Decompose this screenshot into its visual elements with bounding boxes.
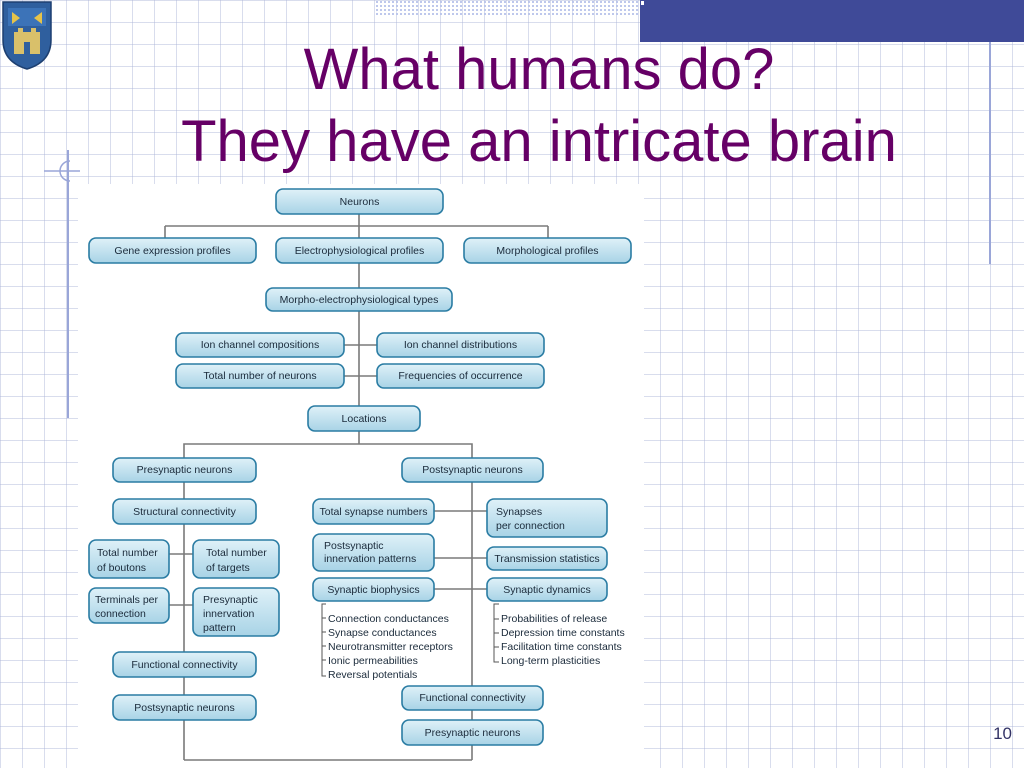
node-label: Ion channel compositions	[201, 339, 320, 351]
node-label: Electrophysiological profiles	[295, 245, 425, 257]
node-label: Postsynaptic neurons	[134, 702, 234, 714]
node-functional-connectivity-right: Functional connectivity	[401, 685, 544, 711]
list-item: Probabilities of release	[501, 613, 607, 625]
node-functional-connectivity-left: Functional connectivity	[112, 651, 257, 678]
node-morphological-profiles: Morphological profiles	[463, 237, 632, 264]
node-postsynaptic-neurons-bottom: Postsynaptic neurons	[112, 694, 257, 721]
list-item: Neurotransmitter receptors	[328, 641, 453, 653]
slide-title-line-2: They have an intricate brain	[181, 109, 897, 174]
node-label-line: of targets	[206, 562, 250, 574]
node-locations: Locations	[307, 405, 421, 432]
node-synapses-per-connection: Synapses per connection	[486, 498, 608, 538]
node-electrophysiological-profiles: Electrophysiological profiles	[275, 237, 444, 264]
node-label: Transmission statistics	[494, 553, 599, 565]
node-label-line: Postsynaptic	[324, 540, 384, 552]
node-presynaptic-innervation-pattern: Presynaptic innervation pattern	[192, 587, 280, 637]
list-item: Ionic permeabilities	[328, 655, 418, 667]
decorative-vertical-line-left	[67, 150, 69, 418]
node-label-line: per connection	[496, 520, 565, 532]
node-label: Morphological profiles	[496, 245, 598, 257]
header-accent-mark	[641, 1, 644, 5]
synaptic-dynamics-list: Probabilities of release Depression time…	[501, 613, 625, 667]
node-label: Presynaptic neurons	[137, 464, 233, 476]
node-label-line: Synapses	[496, 506, 542, 518]
node-label: Total synapse numbers	[320, 506, 428, 518]
node-label-line: of boutons	[97, 562, 146, 574]
node-label-line: innervation	[203, 608, 255, 620]
header-accent-bar	[640, 0, 1024, 42]
node-label: Frequencies of occurrence	[398, 370, 522, 382]
node-total-number-of-targets: Total number of targets	[192, 539, 280, 579]
slide-title-line-1: What humans do?	[303, 37, 775, 102]
node-label: Presynaptic neurons	[425, 727, 521, 739]
node-presynaptic-neurons-bottom: Presynaptic neurons	[401, 719, 544, 746]
decorative-vertical-line-right	[989, 42, 991, 264]
list-item: Connection conductances	[328, 613, 449, 625]
node-label: Structural connectivity	[133, 506, 236, 518]
node-terminals-per-connection: Terminals per connection	[88, 587, 170, 624]
crosshair-ornament-icon	[44, 160, 80, 182]
node-label-line: pattern	[203, 622, 236, 634]
synaptic-biophysics-list: Connection conductances Synapse conducta…	[328, 613, 453, 681]
node-synaptic-dynamics: Synaptic dynamics	[486, 577, 608, 602]
node-transmission-statistics: Transmission statistics	[486, 546, 608, 571]
node-synaptic-biophysics: Synaptic biophysics	[312, 577, 435, 602]
node-postsynaptic-innervation-patterns: Postsynaptic innervation patterns	[312, 533, 435, 572]
node-total-number-of-neurons: Total number of neurons	[175, 363, 345, 389]
node-frequencies-of-occurrence: Frequencies of occurrence	[376, 363, 545, 389]
node-label: Postsynaptic neurons	[422, 464, 522, 476]
header-pattern-strip	[375, 0, 640, 16]
node-label: Functional connectivity	[131, 659, 238, 671]
node-label: Locations	[342, 413, 387, 425]
list-item: Reversal potentials	[328, 669, 417, 681]
node-label-line: innervation patterns	[324, 553, 416, 565]
node-ion-channel-distributions: Ion channel distributions	[376, 332, 545, 358]
node-label: Gene expression profiles	[114, 245, 230, 257]
node-total-number-of-boutons: Total number of boutons	[88, 539, 170, 579]
node-presynaptic-neurons: Presynaptic neurons	[112, 457, 257, 483]
node-total-synapse-numbers: Total synapse numbers	[312, 498, 435, 525]
node-label: Ion channel distributions	[404, 339, 517, 351]
node-structural-connectivity: Structural connectivity	[112, 498, 257, 525]
node-label: Synaptic dynamics	[503, 584, 591, 596]
list-item: Facilitation time constants	[501, 641, 622, 653]
node-label: Morpho-electrophysiological types	[280, 294, 439, 306]
list-item: Long-term plasticities	[501, 655, 600, 667]
node-label-line: connection	[95, 608, 146, 620]
node-neurons: Neurons	[275, 188, 444, 215]
list-item: Synapse conductances	[328, 627, 437, 639]
node-morpho-electrophysiological-types: Morpho-electrophysiological types	[265, 287, 453, 312]
node-postsynaptic-neurons: Postsynaptic neurons	[401, 457, 544, 483]
node-gene-expression-profiles: Gene expression profiles	[88, 237, 257, 264]
university-crest-icon	[2, 1, 52, 70]
node-label-line: Total number	[206, 547, 267, 559]
node-label: Total number of neurons	[203, 370, 316, 382]
node-label-line: Total number	[97, 547, 158, 559]
node-ion-channel-compositions: Ion channel compositions	[175, 332, 345, 358]
node-label: Functional connectivity	[419, 692, 526, 704]
slide-page-number: 10	[993, 724, 1012, 743]
neuron-hierarchy-diagram: .box { fill:url(#boxGrad); stroke:#2a7ca…	[78, 184, 644, 768]
node-label-line: Terminals per	[95, 594, 159, 606]
node-label: Synaptic biophysics	[327, 584, 419, 596]
node-label-line: Presynaptic	[203, 594, 258, 606]
list-item: Depression time constants	[501, 627, 625, 639]
slide-title: What humans do? They have an intricate b…	[0, 34, 1024, 178]
node-label: Neurons	[340, 196, 380, 208]
diagram-canvas: .box { fill:url(#boxGrad); stroke:#2a7ca…	[88, 188, 632, 761]
